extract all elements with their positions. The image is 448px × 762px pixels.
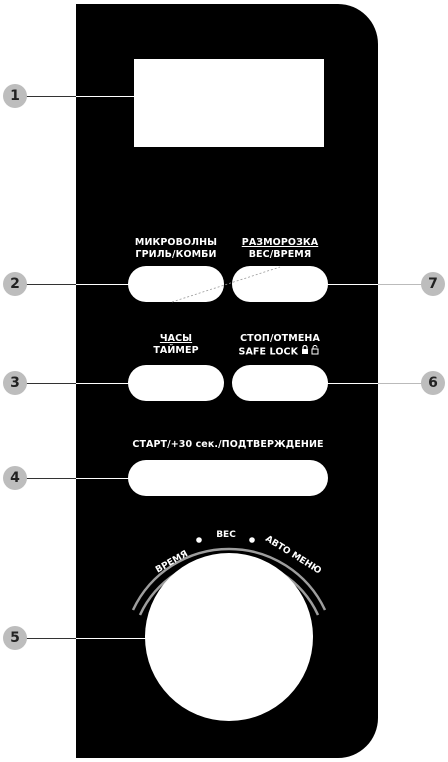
callout-4: 4 (3, 466, 27, 490)
callout-1: 1 (3, 84, 27, 108)
stop-cancel-label-line1: СТОП/ОТМЕНА (240, 333, 320, 344)
defrost-label: РАЗМОРОЗКА ВЕС/ВРЕМЯ (232, 237, 328, 261)
dial-dot-right (249, 537, 255, 543)
microwave-label: МИКРОВОЛНЫ (134, 237, 218, 248)
callout-line-6-inner (284, 383, 378, 384)
grill-combi-label: ГРИЛЬ/КОМБИ (135, 249, 217, 260)
callout-7: 7 (421, 272, 445, 296)
clock-label: ЧАСЫ (159, 333, 193, 344)
callout-line-4-inner (76, 478, 174, 479)
defrost-label-line1: РАЗМОРОЗКА (241, 237, 319, 248)
timer-label: ТАЙМЕР (153, 345, 199, 356)
start-label: СТАРТ/+30 сек./ПОДТВЕРЖДЕНИЕ (132, 439, 324, 450)
callout-line-1-inner (76, 96, 174, 97)
dial-dot-left (196, 537, 202, 543)
callout-2: 2 (3, 272, 27, 296)
clock-timer-label: ЧАСЫ ТАЙМЕР (128, 333, 224, 357)
callout-line-3-inner (76, 383, 174, 384)
lock-icon (301, 344, 321, 359)
callout-3: 3 (3, 371, 27, 395)
callout-6: 6 (421, 371, 445, 395)
safe-lock-label: SAFE LOCK (238, 346, 299, 358)
microwave-grill-label: МИКРОВОЛНЫ ГРИЛЬ/КОМБИ (128, 237, 224, 261)
dial-label-weight: ВЕС (216, 530, 236, 540)
safe-lock-label-row: SAFE LOCK (226, 344, 334, 359)
callout-5: 5 (3, 626, 27, 650)
callout-line-7-outside (378, 284, 422, 285)
callout-line-7-inner (284, 284, 378, 285)
weight-time-label: ВЕС/ВРЕМЯ (248, 249, 312, 260)
callout-line-5-inner (76, 638, 174, 639)
callout-line-6-outside (378, 383, 422, 384)
stop-cancel-label: СТОП/ОТМЕНА SAFE LOCK (226, 333, 334, 359)
display-screen (134, 59, 324, 147)
callout-line-2-inner (76, 284, 174, 285)
control-knob[interactable] (145, 553, 313, 721)
